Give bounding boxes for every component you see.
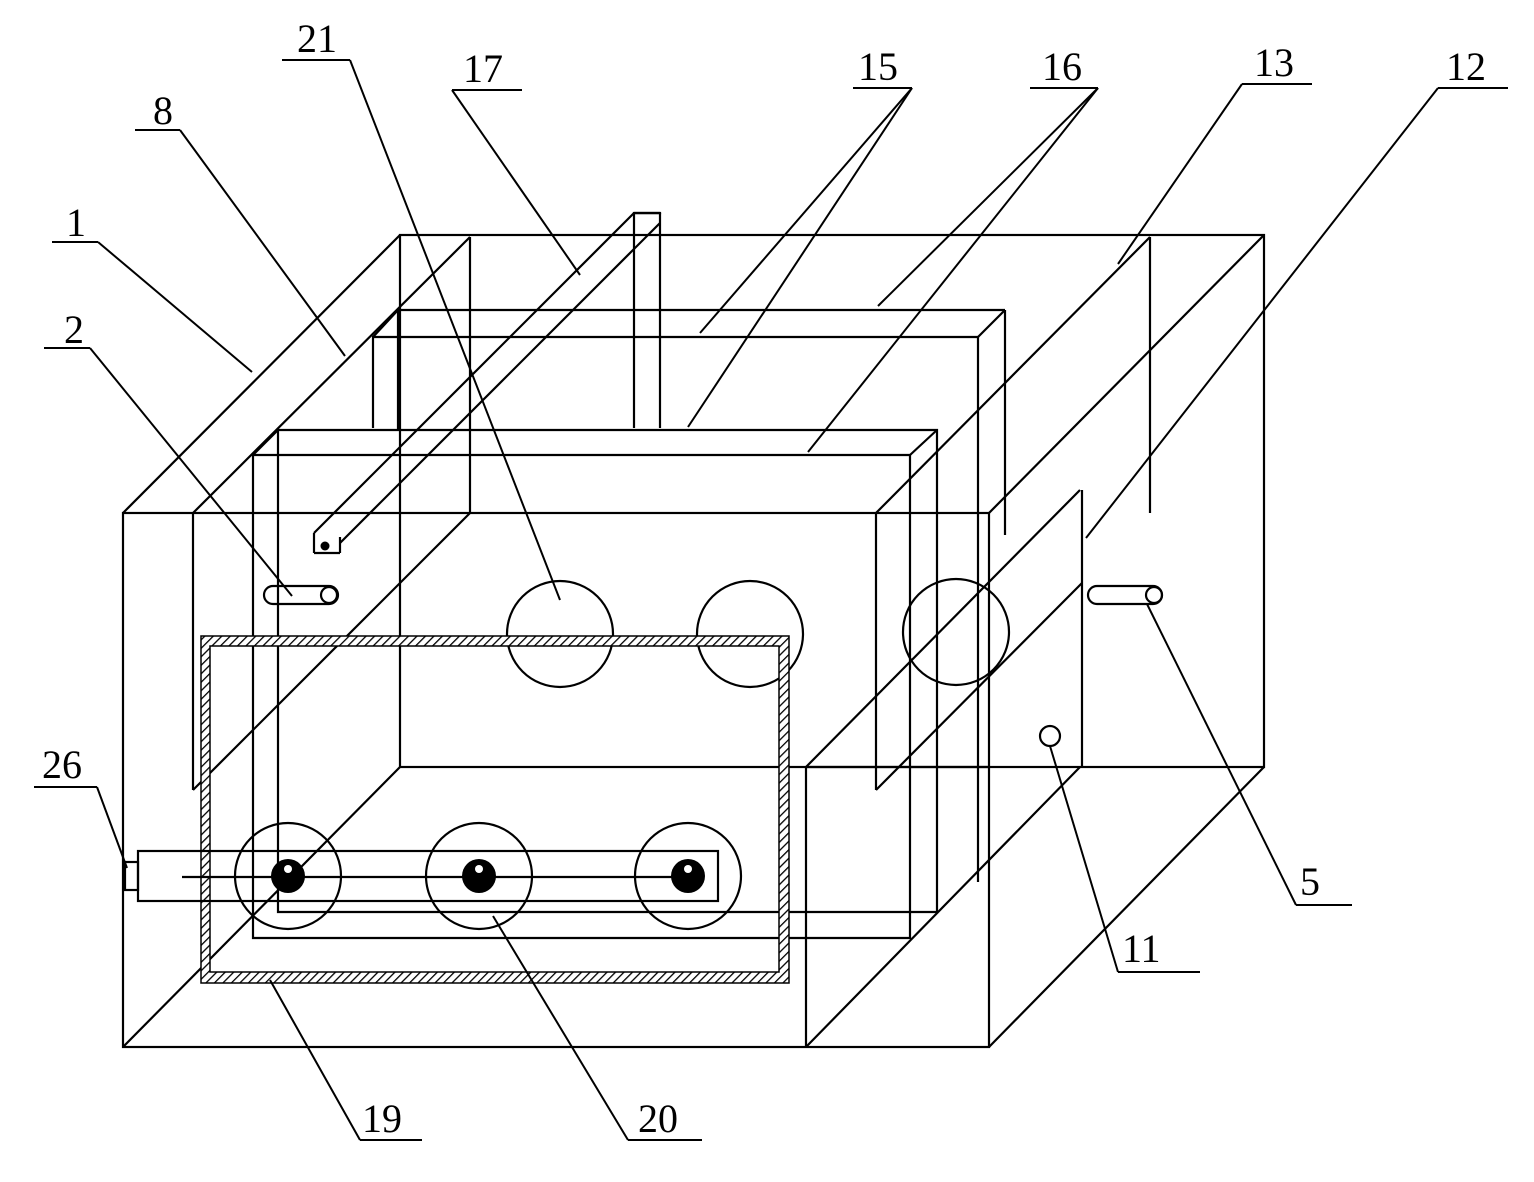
frame-16	[251, 428, 939, 940]
hole-11	[1038, 724, 1062, 748]
callout-1: 1	[66, 200, 86, 245]
frame-15	[371, 308, 1007, 882]
callout-16: 16	[1042, 44, 1082, 89]
callout-13: 13	[1254, 40, 1294, 85]
pin-5	[1086, 584, 1164, 606]
callout-11: 11	[1122, 926, 1161, 971]
reference-numerals: 1 2 5 8 11 12 13 15 16 17 19 20 21 26	[42, 16, 1486, 1141]
callout-19: 19	[362, 1096, 402, 1141]
callout-12: 12	[1446, 44, 1486, 89]
leader-lines	[34, 59, 1508, 1141]
callout-17: 17	[463, 46, 503, 91]
upper-circles	[505, 577, 1011, 689]
right-chamber	[804, 489, 1081, 1048]
callout-20: 20	[638, 1096, 678, 1141]
bar-17	[312, 211, 662, 555]
hatched-frame-19	[200, 635, 790, 984]
callout-21: 21	[297, 16, 337, 61]
pin-2	[262, 584, 340, 606]
callout-5: 5	[1300, 859, 1320, 904]
lower-wheels	[233, 821, 743, 931]
callout-15: 15	[858, 44, 898, 89]
callout-8: 8	[153, 88, 173, 133]
callout-2: 2	[64, 307, 84, 352]
shaft-26	[123, 849, 720, 903]
plate-8	[191, 236, 472, 791]
callout-26: 26	[42, 742, 82, 787]
